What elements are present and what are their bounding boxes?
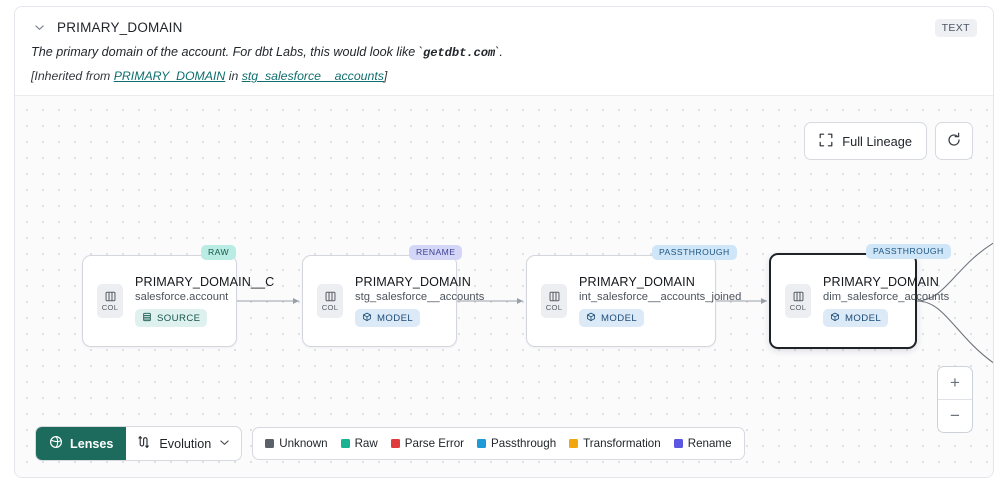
legend-item: Rename	[673, 437, 732, 450]
col-icon-label: COL	[101, 303, 119, 313]
inherited-prefix: [Inherited from	[31, 69, 114, 84]
node-column-name: PRIMARY_DOMAIN	[579, 275, 695, 289]
col-icon: COL	[541, 284, 567, 318]
evolution-label: Evolution	[159, 436, 212, 451]
node-table-name: stg_salesforce__accounts	[355, 291, 485, 303]
column-description: The primary domain of the account. For d…	[31, 44, 977, 61]
column-type-badge: TEXT	[934, 19, 977, 37]
cube-icon	[830, 312, 840, 325]
node-transform-tag: RENAME	[409, 245, 463, 260]
legend-swatch	[477, 439, 487, 448]
node-kind-badge: MODEL	[823, 309, 889, 327]
legend-label: Passthrough	[491, 437, 557, 450]
zoom-in-button[interactable]: +	[938, 367, 972, 400]
lineage-bottom-bar: Lenses Evolution Unknown Raw Parse Error…	[35, 426, 745, 461]
description-code: getdbt.com	[423, 46, 496, 60]
node-column-name: PRIMARY_DOMAIN	[355, 275, 471, 289]
legend-item: Passthrough	[477, 437, 556, 450]
inherited-from-note: [Inherited from PRIMARY_DOMAIN in stg_sa…	[31, 69, 977, 83]
col-icon-label: COL	[321, 303, 339, 313]
page-title: PRIMARY_DOMAIN	[57, 19, 183, 35]
legend-label: Parse Error	[404, 437, 465, 450]
node-kind-label: MODEL	[601, 312, 638, 324]
legend-label: Raw	[354, 437, 378, 450]
node-kind-badge: MODEL	[579, 309, 645, 327]
zoom-out-button[interactable]: −	[950, 406, 960, 425]
inherited-suffix: ]	[383, 69, 388, 84]
legend-label: Rename	[687, 437, 732, 450]
lenses-evolution-group: Lenses Evolution	[35, 426, 243, 461]
zoom-controls: + −	[937, 366, 973, 433]
chevron-down-icon	[219, 437, 230, 451]
chevron-down-icon[interactable]	[31, 19, 47, 35]
lenses-button[interactable]: Lenses	[36, 427, 127, 460]
node-table-name: salesforce.account	[135, 291, 229, 303]
inherited-model-link[interactable]: stg_salesforce__accounts	[241, 69, 384, 84]
description-prefix: The primary domain of the account. For d…	[31, 45, 423, 59]
col-icon-label: COL	[545, 303, 563, 313]
legend-swatch	[390, 439, 400, 448]
legend-swatch	[569, 439, 579, 448]
lens-icon	[49, 435, 63, 452]
column-lineage-panel: PRIMARY_DOMAIN TEXT The primary domain o…	[14, 6, 994, 478]
lineage-canvas[interactable]: Full Lineage RAW COL PRIMARY_DOMAIN__C	[15, 95, 993, 477]
node-kind-badge: SOURCE	[135, 309, 208, 327]
evolution-dropdown[interactable]: Evolution	[126, 427, 241, 460]
legend-swatch	[340, 439, 350, 448]
node-transform-tag: PASSTHROUGH	[866, 244, 951, 259]
lineage-node-selected[interactable]: PASSTHROUGH COL PRIMARY_DOMAIN dim_sales…	[769, 244, 951, 349]
inherited-column-link[interactable]: PRIMARY_DOMAIN	[113, 69, 226, 84]
node-transform-tag: PASSTHROUGH	[652, 245, 737, 260]
col-icon-label: COL	[789, 303, 807, 313]
full-lineage-label: Full Lineage	[842, 133, 912, 149]
inherited-mid: in	[225, 69, 242, 84]
refresh-button[interactable]	[935, 122, 973, 160]
legend-label: Transformation	[583, 437, 661, 450]
col-icon: COL	[97, 284, 123, 318]
database-icon	[142, 312, 152, 325]
legend-item: Parse Error	[390, 437, 465, 450]
node-column-name: PRIMARY_DOMAIN	[823, 275, 939, 289]
full-lineage-button[interactable]: Full Lineage	[804, 122, 927, 160]
legend-item: Unknown	[265, 437, 328, 450]
legend-label: Unknown	[279, 437, 328, 450]
evolution-icon	[137, 435, 151, 453]
canvas-toolbar: Full Lineage	[804, 122, 973, 160]
node-kind-label: MODEL	[377, 312, 414, 324]
cube-icon	[362, 312, 372, 325]
lineage-node[interactable]: RAW COL PRIMARY_DOMAIN__C salesforce.acc…	[82, 245, 275, 347]
expand-icon	[819, 133, 833, 150]
node-kind-label: SOURCE	[157, 312, 201, 324]
node-table-name: int_salesforce__accounts_joined	[579, 291, 742, 303]
lineage-node[interactable]: PASSTHROUGH COL PRIMARY_DOMAIN int_sales…	[526, 245, 742, 347]
cube-icon	[586, 312, 596, 325]
lenses-label: Lenses	[70, 436, 114, 451]
legend-swatch	[673, 439, 683, 448]
legend-item: Raw	[340, 437, 378, 450]
node-table-name: dim_salesforce_accounts	[823, 291, 950, 303]
col-icon: COL	[785, 284, 811, 318]
description-suffix: `.	[495, 45, 503, 59]
refresh-icon	[946, 132, 962, 151]
lineage-node[interactable]: RENAME COL PRIMARY_DOMAIN stg_salesforce…	[302, 245, 485, 347]
node-kind-label: MODEL	[845, 312, 882, 324]
legend-item: Transformation	[569, 437, 661, 450]
col-icon: COL	[317, 284, 343, 318]
transform-legend: Unknown Raw Parse Error Passthrough Tran…	[252, 427, 745, 460]
legend-swatch	[265, 439, 275, 448]
node-transform-tag: RAW	[201, 245, 237, 260]
node-kind-badge: MODEL	[355, 309, 421, 327]
panel-header: PRIMARY_DOMAIN TEXT The primary domain o…	[15, 7, 993, 94]
node-column-name: PRIMARY_DOMAIN__C	[135, 275, 275, 289]
